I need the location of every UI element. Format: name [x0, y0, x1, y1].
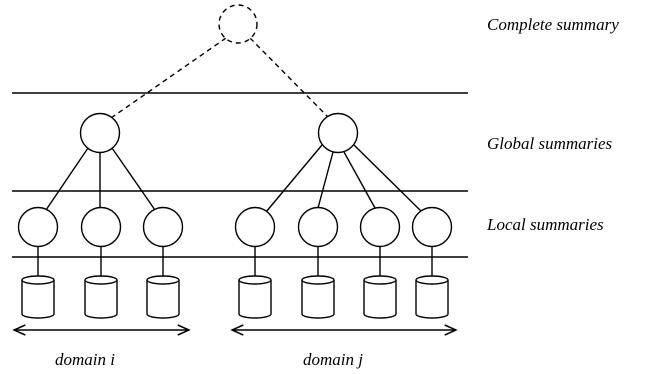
- database-cylinder: [363, 275, 397, 319]
- local-storage-links: [37, 246, 433, 276]
- domain-i-label: domain i: [55, 350, 115, 369]
- global-local-links: [45, 144, 423, 213]
- database-cylinder: [21, 275, 55, 319]
- database-cylinder: [238, 275, 272, 319]
- complete-summary-label: Complete summary: [487, 15, 619, 34]
- local-summaries-label: Local summaries: [486, 215, 604, 234]
- local-summary-node: [234, 206, 276, 248]
- database-cylinder: [415, 275, 449, 319]
- local-summary-node: [17, 206, 59, 248]
- database-cylinder: [146, 275, 180, 319]
- local-summary-node: [142, 206, 184, 248]
- local-summary-node: [80, 206, 122, 248]
- local-summary-node: [359, 206, 401, 248]
- complete-summary-node: [218, 4, 258, 44]
- database-cylinders: [21, 275, 449, 319]
- dashed-link-right: [249, 37, 330, 119]
- global-summaries-label: Global summaries: [487, 134, 613, 153]
- local-summary-node: [411, 206, 453, 248]
- global-summary-node: [79, 112, 121, 154]
- domain-j-label: domain j: [303, 350, 363, 369]
- local-summary-node: [297, 206, 339, 248]
- global-summary-node: [317, 112, 359, 154]
- database-cylinder: [84, 275, 118, 319]
- database-cylinder: [301, 275, 335, 319]
- dashed-link-left: [110, 37, 227, 119]
